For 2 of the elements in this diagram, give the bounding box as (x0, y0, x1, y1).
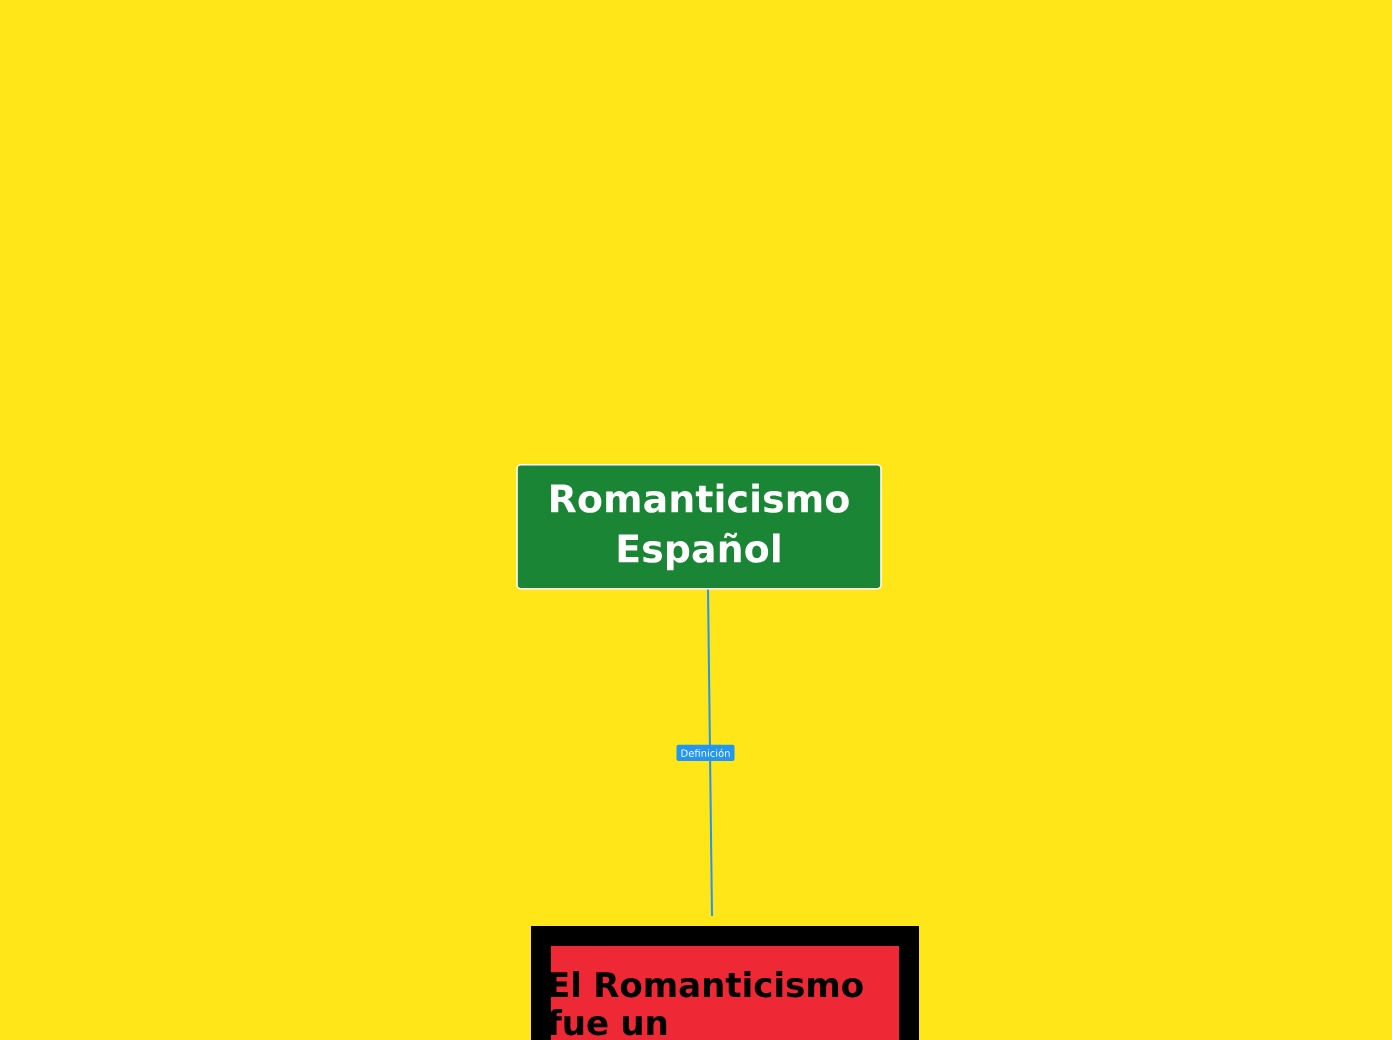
title-box: Romanticismo Español (516, 464, 882, 590)
connector (707, 588, 713, 917)
